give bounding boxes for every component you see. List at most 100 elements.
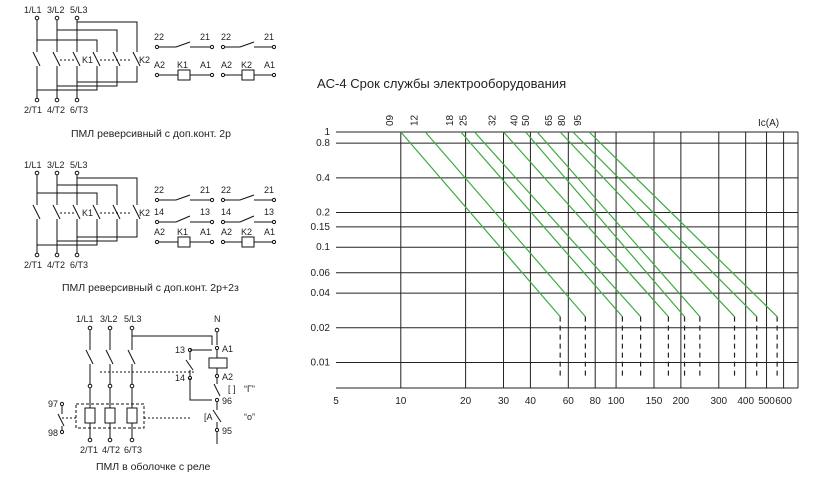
y-tick-labels: 10.80.40.20.150.10.060.040.020.01 <box>311 127 331 368</box>
main-contacts <box>85 349 136 365</box>
series-lines <box>400 131 778 377</box>
terminal-label: 2/T1 <box>24 105 42 115</box>
terminal-dot <box>74 15 80 21</box>
terminal-label: 2/T1 <box>80 445 98 455</box>
coil-k2 <box>241 236 255 248</box>
terminal-dot <box>54 15 60 21</box>
terminal-label: 4/T2 <box>47 260 65 270</box>
k1-contacts <box>32 204 81 220</box>
coil-terminal: A1 <box>264 60 275 70</box>
aux-terminal: 14 <box>221 207 231 217</box>
terminal-dot <box>34 97 40 103</box>
k1-label: K1 <box>82 208 93 218</box>
terminal-label: 2/T1 <box>24 260 42 270</box>
terminal-label: 1/L1 <box>24 5 42 15</box>
coil-k2 <box>241 69 255 81</box>
aux-terminal: 22 <box>154 185 164 195</box>
coil-terminal: A2 <box>154 227 165 237</box>
aux-terminal: 21 <box>264 185 274 195</box>
schematic-caption: ПМЛ реверсивный с доп.конт. 2р+2з <box>62 282 239 294</box>
life-curve-80 <box>572 131 758 318</box>
terminal-label: 3/L2 <box>47 160 65 170</box>
rating-label: 95 <box>573 114 584 126</box>
aux-terminal: 21 <box>200 32 210 42</box>
y-tick-label: 0.2 <box>316 208 330 219</box>
aux-terminal: 14 <box>154 207 164 217</box>
k2-label: K2 <box>139 55 150 65</box>
life-curve-18 <box>460 131 623 317</box>
aux-terminal: 22 <box>221 185 231 195</box>
rating-label: 25 <box>459 114 470 126</box>
coil-k1 <box>177 69 191 81</box>
life-curve-12 <box>424 131 586 317</box>
aux-terminal: 13 <box>264 207 274 217</box>
terminal-label: 4/T2 <box>47 105 65 115</box>
aux-terminal: 22 <box>221 32 231 42</box>
terminal-dot <box>54 97 60 103</box>
life-chart: AC-4 Срок службы электрооборудования Ic(… <box>311 76 799 407</box>
terminal-label: 3/L2 <box>47 5 65 15</box>
y-tick-label: 0.04 <box>311 288 331 299</box>
chart-title: AC-4 Срок службы электрооборудования <box>317 76 566 91</box>
x-tick-label: 5 <box>333 396 339 407</box>
life-curve-50 <box>536 131 701 317</box>
terminal-dot <box>74 97 80 103</box>
coil-label: K2 <box>241 60 252 70</box>
life-curve-40 <box>525 131 685 317</box>
reverse-cross-wires <box>37 21 138 52</box>
aux-terminal: 14 <box>175 373 185 383</box>
terminal-label: 5/L3 <box>70 5 88 15</box>
x-tick-label: 100 <box>608 396 625 407</box>
aux-terminal: 21 <box>200 185 210 195</box>
terminal-label: 6/T3 <box>70 105 88 115</box>
schematic-enclosed-with-relay: 1/L1 3/L2 5/L3 2/T1 4/T2 6/T3 97 98 N 13… <box>48 314 255 473</box>
coil-k1 <box>177 236 191 248</box>
x-tick-label: 30 <box>498 396 510 407</box>
aux-nc-contact <box>223 41 274 48</box>
aux-no-contact <box>157 215 212 223</box>
life-curve-25 <box>474 131 642 317</box>
y-tick-label: 0.1 <box>316 242 330 253</box>
x-tick-label: 200 <box>673 396 690 407</box>
x-tick-label: 10 <box>395 396 407 407</box>
mode-label-o: “o” <box>244 412 255 422</box>
x-tick-label: 40 <box>525 396 537 407</box>
rating-label: 65 <box>544 114 555 126</box>
y-tick-label: 0.06 <box>311 268 331 279</box>
life-curve-95 <box>588 131 778 318</box>
life-curve-32 <box>503 131 669 317</box>
relay-terminal: 95 <box>222 426 232 436</box>
mode-label-g: “Г” <box>244 384 255 394</box>
y-tick-label: 0.4 <box>316 173 330 184</box>
life-curve-09 <box>400 131 561 317</box>
contactor-coil <box>208 357 228 369</box>
rating-label: 80 <box>557 114 568 126</box>
relay-terminal: 96 <box>222 396 232 406</box>
thermal-relay-frame <box>75 403 145 429</box>
terminal-label: 6/T3 <box>70 260 88 270</box>
top-axis-label: Ic(A) <box>758 118 779 129</box>
aux-no-contact <box>223 215 274 223</box>
aux-terminal: 22 <box>154 32 164 42</box>
aux-terminal: 13 <box>175 345 185 355</box>
y-tick-label: 1 <box>324 127 330 138</box>
terminal-label: 4/T2 <box>102 445 120 455</box>
coil-label: K1 <box>177 60 188 70</box>
x-tick-label: 500 <box>758 396 775 407</box>
schematic-reversing-2nc-2no: 1/L1 3/L2 5/L3 K1 K2 2/T1 4/T2 6/T3 22 2… <box>24 160 277 294</box>
y-tick-label: 0.8 <box>316 138 330 149</box>
chart-grid <box>336 131 799 389</box>
life-curve-65 <box>559 131 735 318</box>
rating-label: 09 <box>385 114 396 126</box>
x-tick-label: 300 <box>710 396 727 407</box>
coil-terminal: A1 <box>264 227 275 237</box>
k1-contacts <box>32 51 81 67</box>
x-tick-label: 20 <box>460 396 472 407</box>
terminal-label: 1/L1 <box>24 160 42 170</box>
aux-terminal: 21 <box>264 32 274 42</box>
load-wires <box>36 66 138 98</box>
coil-terminal: A2 <box>222 372 233 382</box>
coil-label: K1 <box>177 227 188 237</box>
